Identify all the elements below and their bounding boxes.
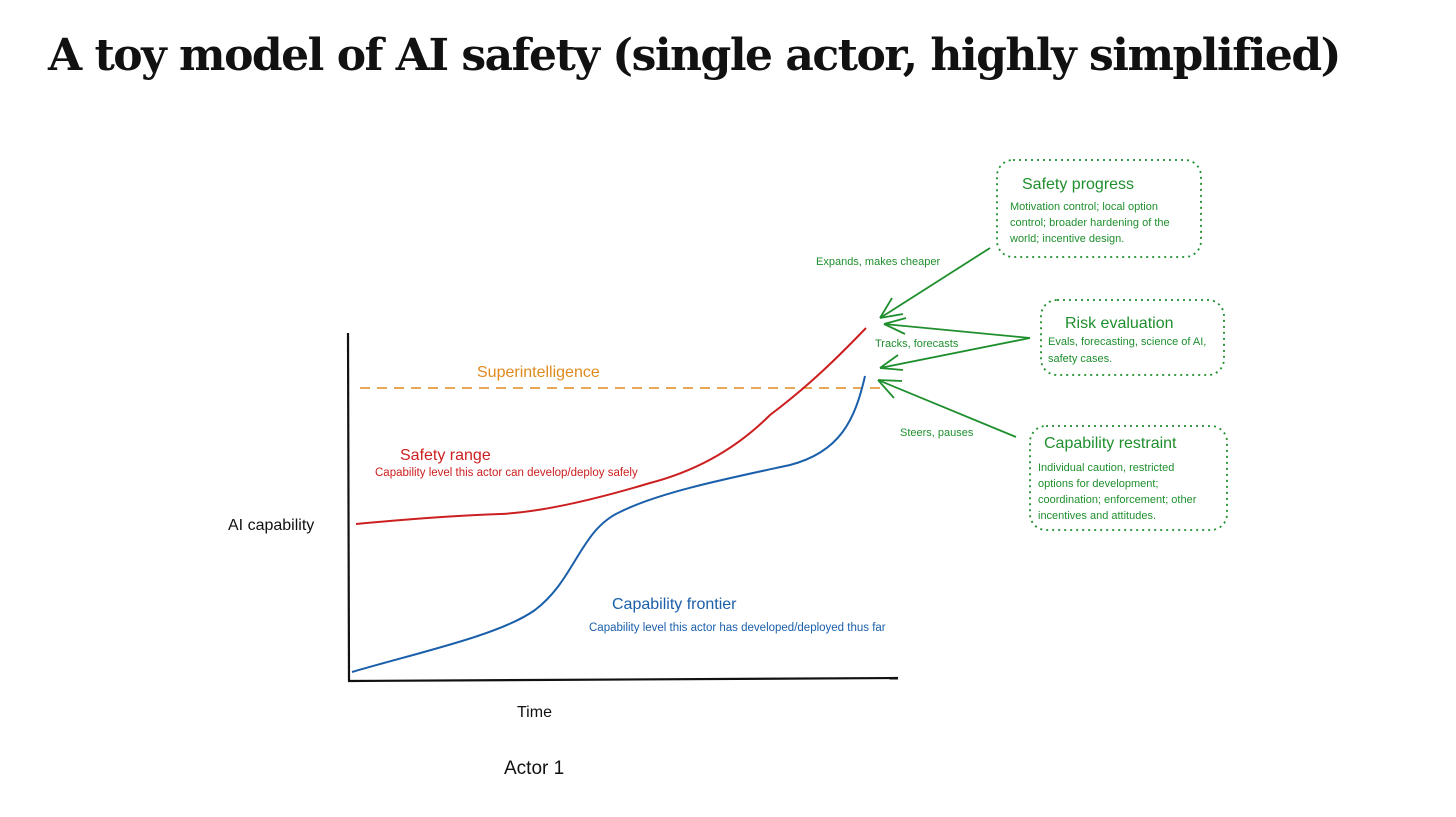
capability-restraint-title: Capability restraint: [1044, 435, 1177, 452]
capability-frontier-curve: [351, 375, 866, 673]
steers-arrow: [877, 379, 1017, 438]
capability-restraint-line-2: options for development;: [1038, 478, 1158, 490]
safety-progress-line-2: control; broader hardening of the: [1010, 217, 1170, 229]
safety-progress-box: [996, 159, 1202, 258]
slide-title: A toy model of AI safety (single actor, …: [48, 30, 1341, 81]
steers-arrow-label: Steers, pauses: [900, 427, 974, 439]
chart-caption: Actor 1: [504, 758, 564, 779]
superintelligence-label: Superintelligence: [477, 364, 600, 381]
capability-frontier-description: Capability level this actor has develope…: [589, 622, 886, 634]
safety-progress-line-3: world; incentive design.: [1009, 233, 1124, 245]
safety-range-curve: [355, 327, 867, 525]
safety-range-description: Capability level this actor can develop/…: [375, 467, 638, 479]
x-axis: [347, 676, 899, 683]
safety-progress-line-1: Motivation control; local option: [1010, 201, 1158, 213]
risk-evaluation-line-1: Evals, forecasting, science of AI,: [1048, 336, 1206, 348]
capability-restraint-line-4: incentives and attitudes.: [1038, 510, 1156, 522]
risk-evaluation-box: [1040, 299, 1225, 376]
tracks-arrow-label: Tracks, forecasts: [875, 338, 959, 350]
tracks-arrows: [879, 317, 1031, 371]
capability-frontier-label: Capability frontier: [612, 596, 737, 613]
safety-progress-title: Safety progress: [1022, 176, 1134, 193]
y-axis: [346, 332, 351, 682]
y-axis-label: AI capability: [228, 517, 314, 534]
capability-restraint-line-3: coordination; enforcement; other: [1038, 494, 1197, 506]
safety-range-label: Safety range: [400, 447, 491, 464]
expands-arrow-label: Expands, makes cheaper: [816, 256, 940, 268]
expands-arrow: [879, 247, 991, 319]
capability-restraint-line-1: Individual caution, restricted: [1038, 462, 1174, 474]
risk-evaluation-line-2: safety cases.: [1048, 353, 1112, 365]
x-axis-label: Time: [517, 704, 552, 721]
risk-evaluation-title: Risk evaluation: [1065, 315, 1174, 332]
